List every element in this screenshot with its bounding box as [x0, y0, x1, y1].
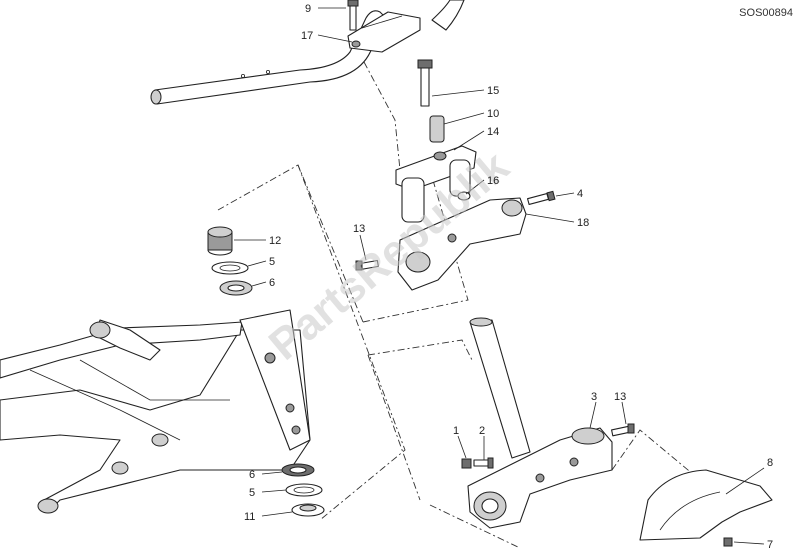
bolt-13-upper [355, 259, 379, 271]
assembly-reference-lines [217, 61, 701, 549]
ring-nut [207, 226, 233, 256]
callout-label: 10 [487, 108, 499, 120]
callout-label: 2 [479, 425, 485, 437]
callout-label: 13 [353, 223, 365, 235]
bolt-4 [527, 190, 556, 206]
bearing-upper [219, 280, 253, 296]
lower-triple-clamp [467, 427, 613, 529]
callout-label: 1 [453, 425, 459, 437]
bolt-1 [461, 458, 472, 469]
riser-bolt [417, 59, 433, 107]
steering-stem [469, 317, 531, 459]
callout-label: 8 [767, 457, 773, 469]
callout-label: 6 [269, 277, 275, 289]
clamp-bolt [347, 0, 359, 31]
steering-cover [639, 469, 773, 541]
bearing-lower [281, 463, 315, 477]
bolt-13-lower [611, 423, 635, 437]
callout-label: 4 [577, 188, 583, 200]
callout-label: 14 [487, 126, 499, 138]
callout-label: 12 [269, 235, 281, 247]
leader-lines [234, 7, 765, 545]
callout-label: 3 [591, 391, 597, 403]
cover-screw [723, 537, 733, 547]
callout-label: 7 [767, 539, 773, 551]
washer [457, 191, 471, 201]
callout-label: 13 [614, 391, 626, 403]
dust-cover [291, 503, 325, 517]
handlebar-riser [395, 145, 477, 223]
callout-label: 17 [301, 30, 313, 42]
callout-label: 18 [577, 217, 589, 229]
seal-lower [285, 483, 323, 497]
callout-label: 5 [249, 487, 255, 499]
callout-labels: 9 17 15 10 14 16 4 18 13 12 5 6 3 13 1 2… [244, 3, 773, 551]
callout-label: 16 [487, 175, 499, 187]
callout-label: 11 [244, 511, 255, 523]
upper-triple-clamp [397, 197, 527, 291]
seal-upper [211, 261, 249, 275]
riser-spacer [429, 115, 445, 143]
handlebar [150, 0, 465, 105]
callout-label: 5 [269, 256, 275, 268]
diagram-code: SOS00894 [739, 7, 793, 19]
bolt-2 [473, 457, 494, 469]
handlebar-clamp [347, 11, 421, 53]
callout-label: 9 [305, 3, 311, 15]
callout-label: 15 [487, 85, 499, 97]
callout-label: 6 [249, 469, 255, 481]
frame [0, 309, 311, 514]
